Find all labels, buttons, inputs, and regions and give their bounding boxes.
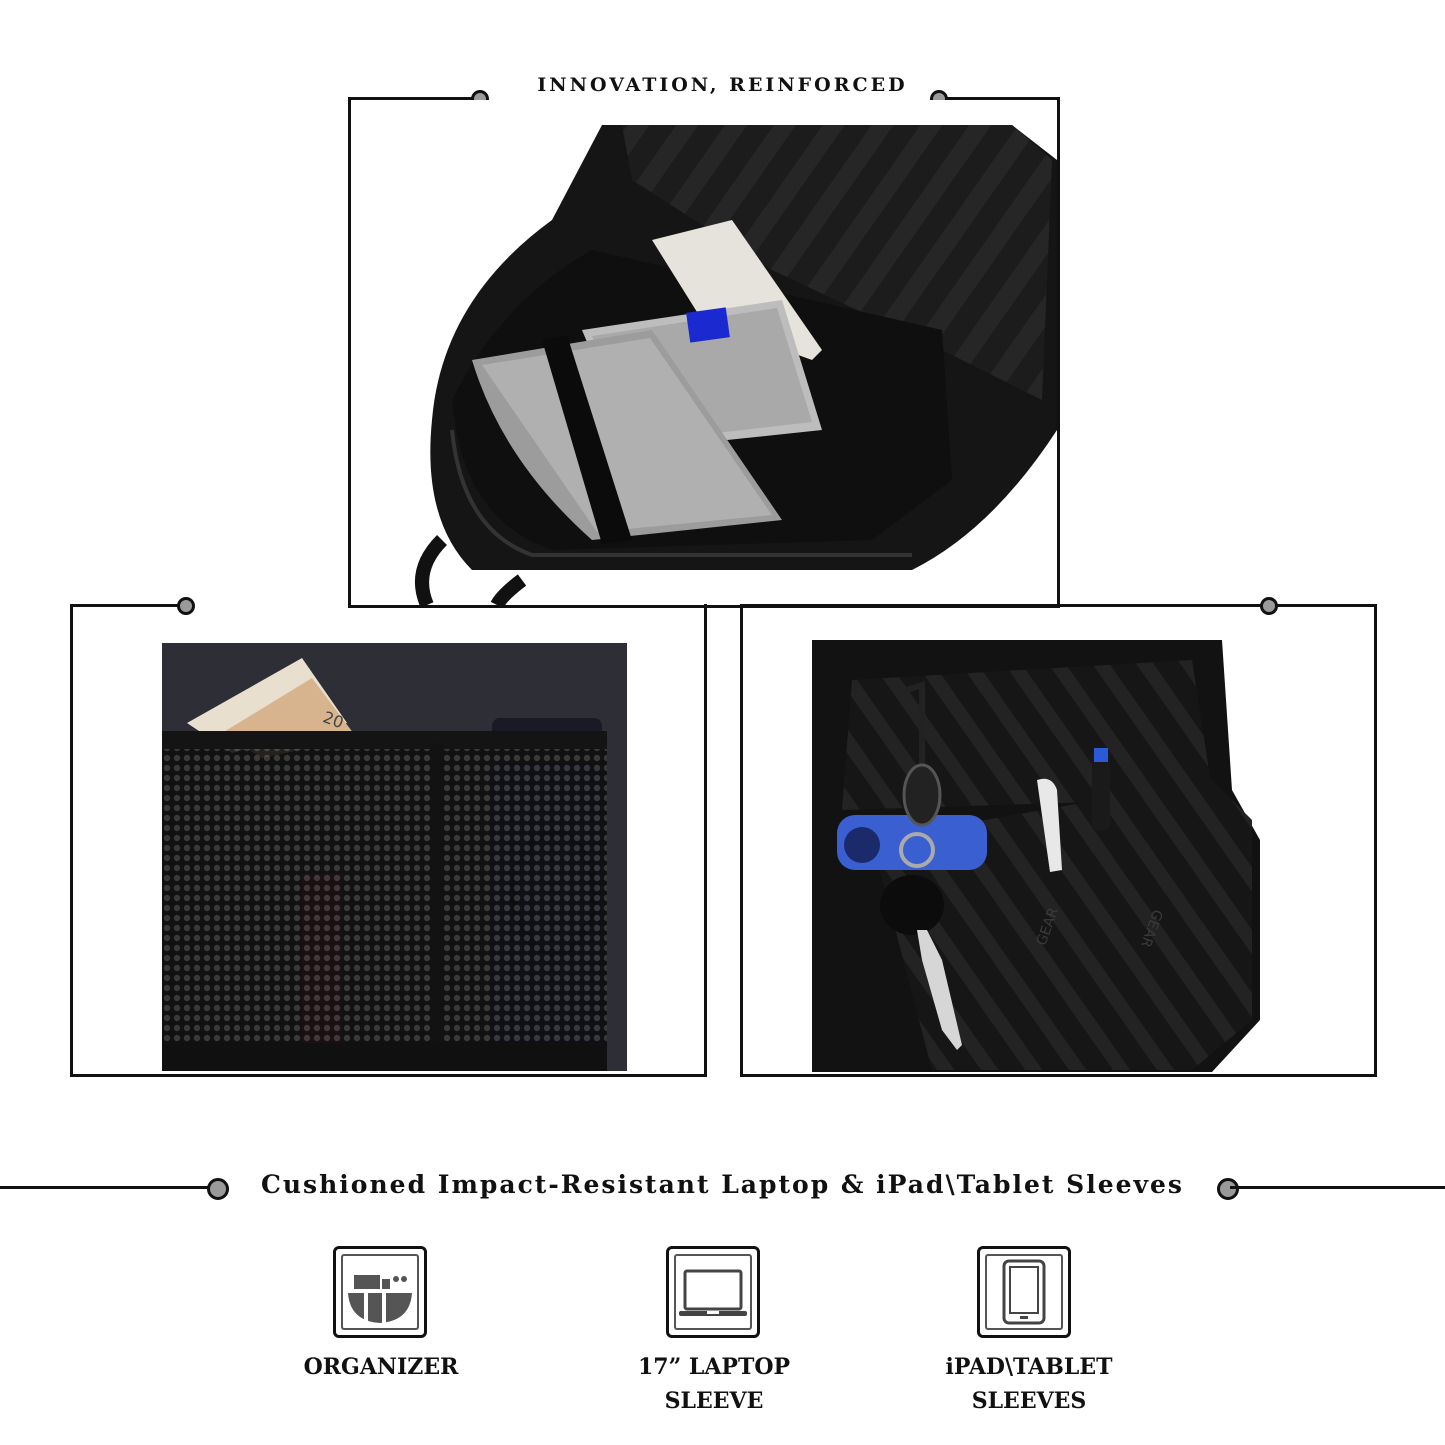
feature-label-laptop-line2: SLEEVE [664,1388,764,1414]
connector-dot [1217,1178,1239,1200]
feature-label-tablet-line2: SLEEVES [971,1388,1087,1414]
mesh-pocket-photo: 20 [162,643,627,1071]
tablet-icon [977,1246,1071,1338]
headline: INNOVATION, REINFORCED [537,74,908,96]
tagline-rule-right [1230,1186,1445,1189]
backpack-main-compartment-photo [352,100,1057,605]
feature-label-tablet-line1: iPAD\TABLET [945,1354,1113,1380]
connector-dot [1260,597,1278,615]
tagline: Cushioned Impact-Resistant Laptop & iPad… [260,1170,1185,1199]
feature-label-organizer: ORGANIZER [303,1354,459,1380]
organizer-icon [333,1246,427,1338]
feature-label-laptop-line1: 17” LAPTOP [637,1354,791,1380]
laptop-icon [666,1246,760,1338]
front-pocket-photo: GEAR GEAR [812,640,1260,1072]
connector-dot [177,597,195,615]
tagline-rule-left [0,1186,220,1189]
connector-dot [207,1178,229,1200]
